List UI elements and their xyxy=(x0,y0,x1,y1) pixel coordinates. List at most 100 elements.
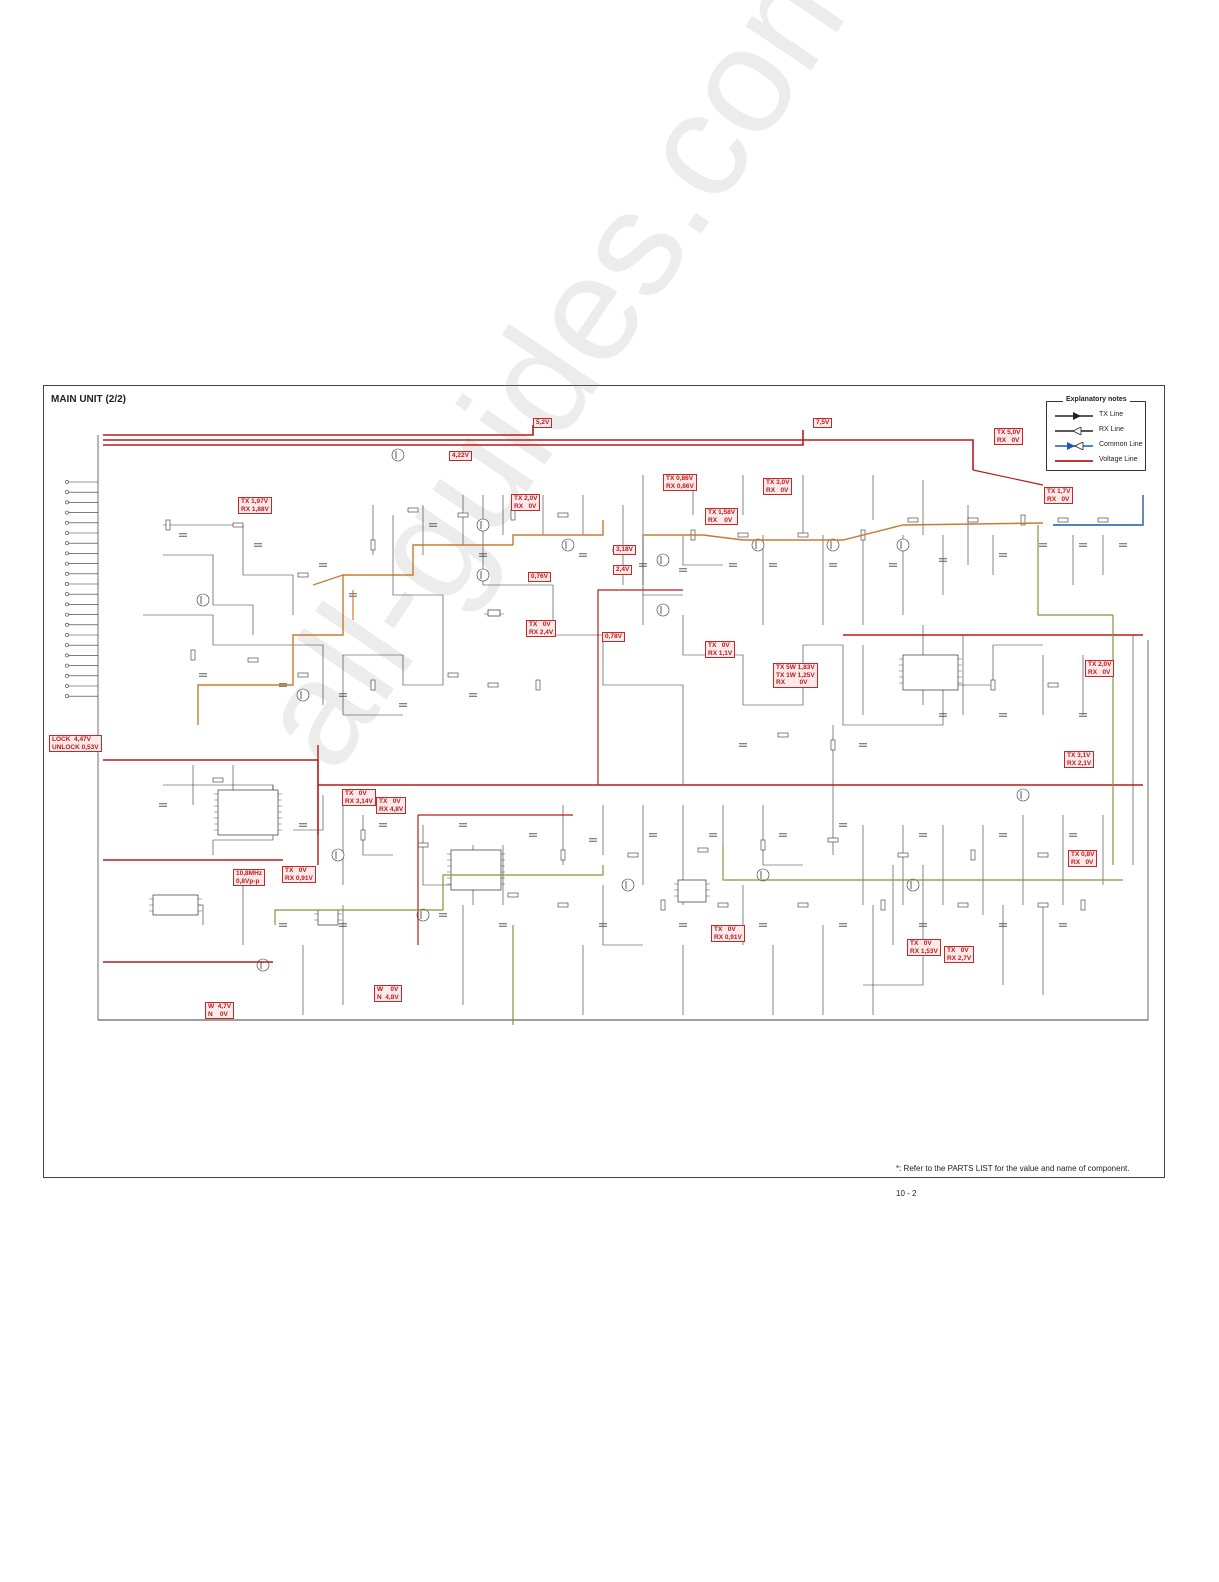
transistor xyxy=(906,878,920,892)
transistor xyxy=(256,958,270,972)
voltage-label-line: TX 1,97V xyxy=(241,498,269,505)
resistor xyxy=(827,837,839,843)
resistor xyxy=(1097,517,1109,523)
voltage-label-line: W 0V xyxy=(377,986,399,993)
resistor xyxy=(557,512,569,518)
transistor xyxy=(756,868,770,882)
wire xyxy=(762,805,803,866)
rx-line xyxy=(1037,525,1113,616)
connector-pin xyxy=(65,490,69,495)
legend-title: Explanatory notes xyxy=(1063,396,1130,403)
rx-line xyxy=(722,845,1123,881)
resistor xyxy=(190,649,196,661)
voltage-label-line: RX 2,4V xyxy=(529,628,554,636)
voltage-label-line: TX 1,7V xyxy=(1047,488,1071,495)
voltage-label-line: RX 0V xyxy=(1088,668,1111,676)
resistor xyxy=(1080,899,1086,911)
voltage-label-line: TX 2,0V xyxy=(514,495,538,502)
resistor xyxy=(457,512,469,518)
voltage-label-line: RX 0V xyxy=(776,679,808,686)
integrated-circuit xyxy=(677,879,707,903)
voltage-label-line: TX 0V xyxy=(947,947,969,954)
voltage-label-line: TX 1W 1,25V xyxy=(776,671,815,679)
signal-line-layer xyxy=(103,425,1144,1025)
component-layer xyxy=(65,448,1127,972)
voltage-label-line: RX 0V xyxy=(708,516,733,524)
connector-pin xyxy=(65,582,69,586)
resistor xyxy=(1037,902,1049,908)
voltage-label-line: TX 5,0V xyxy=(997,429,1021,436)
voltage-label-line: TX 0V xyxy=(379,798,401,805)
voltage-label-line: TX 0V xyxy=(529,621,551,628)
connector-pin xyxy=(65,510,69,515)
resistor xyxy=(897,852,909,858)
voltage-label: 7,5V xyxy=(813,418,833,428)
resistor xyxy=(165,519,171,531)
connector-pin xyxy=(65,643,69,648)
voltage-line xyxy=(972,469,1044,486)
integrated-circuit xyxy=(317,909,339,926)
voltage-label-line: 0,8Vp-p xyxy=(236,877,260,885)
resistor xyxy=(777,732,789,738)
connector-pin xyxy=(65,592,69,597)
voltage-label: 5,2V xyxy=(533,418,553,428)
transistor xyxy=(896,538,910,552)
connector-pin xyxy=(65,571,69,576)
tx-line-swatch xyxy=(1055,412,1093,420)
wire xyxy=(602,885,643,946)
voltage-label-line: RX 0V xyxy=(1071,858,1094,866)
voltage-label: 4,22V xyxy=(449,451,472,461)
resistor xyxy=(797,532,809,538)
legend-rx: RX Line xyxy=(1053,425,1145,437)
connector-pin xyxy=(65,673,69,678)
resistor xyxy=(560,849,566,861)
resistor xyxy=(970,849,976,861)
connector-pin xyxy=(65,612,69,617)
rx-line-swatch xyxy=(1055,427,1093,435)
transistor xyxy=(751,538,765,552)
voltage-label-line: N 4,8V xyxy=(377,993,399,1001)
resistor xyxy=(370,679,376,691)
resistor xyxy=(737,532,749,538)
resistor xyxy=(247,657,259,663)
voltage-label-line: TX 0,8V xyxy=(1071,851,1095,858)
footnote: *: Refer to the PARTS LIST for the value… xyxy=(896,1164,1130,1173)
resistor xyxy=(880,899,886,911)
wire xyxy=(163,524,244,575)
page-number: 10 - 2 xyxy=(896,1189,917,1198)
tx-line xyxy=(312,574,344,586)
connector-pin xyxy=(65,694,69,699)
connector-pin xyxy=(65,653,69,658)
resistor xyxy=(907,517,919,523)
resistor xyxy=(487,682,499,688)
voltage-label-line: 2,4V xyxy=(616,566,630,573)
resistor xyxy=(297,672,309,678)
voltage-label-line: RX 0,91V xyxy=(714,933,742,941)
voltage-label-line: UNLOCK 0,53V xyxy=(52,743,99,751)
wire xyxy=(863,865,924,986)
wire xyxy=(402,655,443,686)
wire xyxy=(163,784,274,855)
resistor xyxy=(1057,517,1069,523)
transistor xyxy=(331,848,345,862)
voltage-label: 3,18V xyxy=(613,545,636,555)
voltage-label-line: RX 0V xyxy=(997,436,1020,444)
transistor xyxy=(476,518,490,532)
schematic-drawing xyxy=(65,425,1149,1025)
voltage-label-line: TX 0V xyxy=(714,926,736,933)
connector-pin xyxy=(65,622,69,627)
voltage-line xyxy=(103,759,319,835)
voltage-label-line: RX 0V xyxy=(1047,495,1070,503)
transistor xyxy=(561,538,575,552)
voltage-label-line: TX 1,58V xyxy=(708,509,736,516)
voltage-label-line: 5,2V xyxy=(536,419,550,426)
wire xyxy=(392,515,443,596)
resistor xyxy=(297,572,309,578)
